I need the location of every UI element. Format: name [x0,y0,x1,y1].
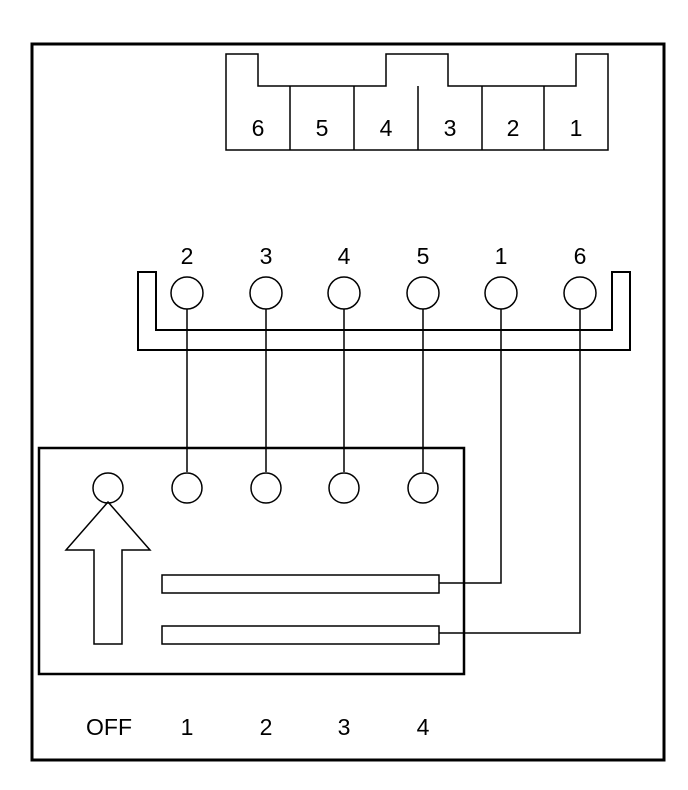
wire-terminal-1 [439,309,502,584]
outer-frame [30,42,666,762]
switch-position-1 [171,472,203,504]
connector-pin-label: 3 [444,115,457,141]
switch-position-off [92,472,124,504]
terminal-label: 4 [338,243,351,269]
switch-housing [37,446,466,676]
terminal-circle [327,276,361,310]
terminal-circle [170,276,204,310]
connector-housing [225,53,609,151]
terminal-circles [170,276,597,310]
connector-pin-label: 4 [380,115,393,141]
terminal-label: 5 [417,243,430,269]
switch-position-label: 3 [338,714,351,740]
terminal-label: 2 [181,243,194,269]
switch-position-labels: OFF 1 2 3 4 [86,714,430,740]
terminal-circle [249,276,283,310]
terminal-label: 1 [495,243,508,269]
wires [186,309,581,634]
wire-terminal-6 [439,309,581,634]
switch-position-4 [407,472,439,504]
contact-bar-lower [161,625,440,645]
connector-pin-label: 1 [570,115,583,141]
terminal-circle [484,276,518,310]
terminal-circle [406,276,440,310]
switch-position-label: 2 [260,714,273,740]
terminal-labels: 2 3 4 5 1 6 [181,243,587,269]
connector-pin-label: 6 [252,115,265,141]
switch-position-3 [328,472,360,504]
terminal-bracket [137,271,631,351]
connector-pin-label: 5 [316,115,329,141]
terminal-label: 3 [260,243,273,269]
up-arrow-icon [64,500,152,645]
switch-position-2 [250,472,282,504]
terminal-circle [563,276,597,310]
switch-position-label: 1 [181,714,194,740]
contact-bar-upper [161,574,440,594]
switch-box [37,446,466,676]
switch-position-label: 4 [417,714,430,740]
connector-pin-label: 2 [507,115,520,141]
terminal-label: 6 [574,243,587,269]
top-connector: 6 5 4 3 2 1 [225,53,609,151]
switch-position-label: OFF [86,714,132,740]
